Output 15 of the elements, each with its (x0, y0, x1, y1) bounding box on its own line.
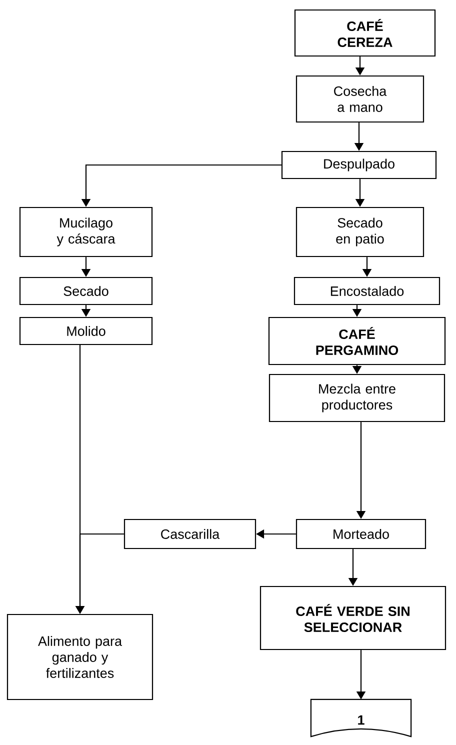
process-box: CAFÉ PERGAMINO (268, 316, 446, 366)
process-box: Molido (19, 316, 153, 346)
process-box: Morteado (296, 518, 426, 550)
process-box: Cascarilla (124, 518, 256, 550)
process-box: Secado (19, 276, 153, 306)
process-box: Mezcla entre productores (268, 374, 446, 422)
process-box: Despulpado (281, 150, 437, 180)
process-box: Secado en patio (296, 206, 424, 258)
process-box: CAFÉ VERDE SIN SELECCIONAR (260, 586, 446, 650)
process-box: CAFÉ CEREZA (294, 9, 436, 57)
process-box: Cosecha a mano (296, 75, 424, 123)
process-box: Mucilago y cáscara (19, 206, 153, 258)
process-box: Encostalado (294, 276, 440, 306)
offpage-connector: 1 (310, 698, 412, 738)
process-box: Alimento para ganado y fertilizantes (6, 614, 154, 700)
